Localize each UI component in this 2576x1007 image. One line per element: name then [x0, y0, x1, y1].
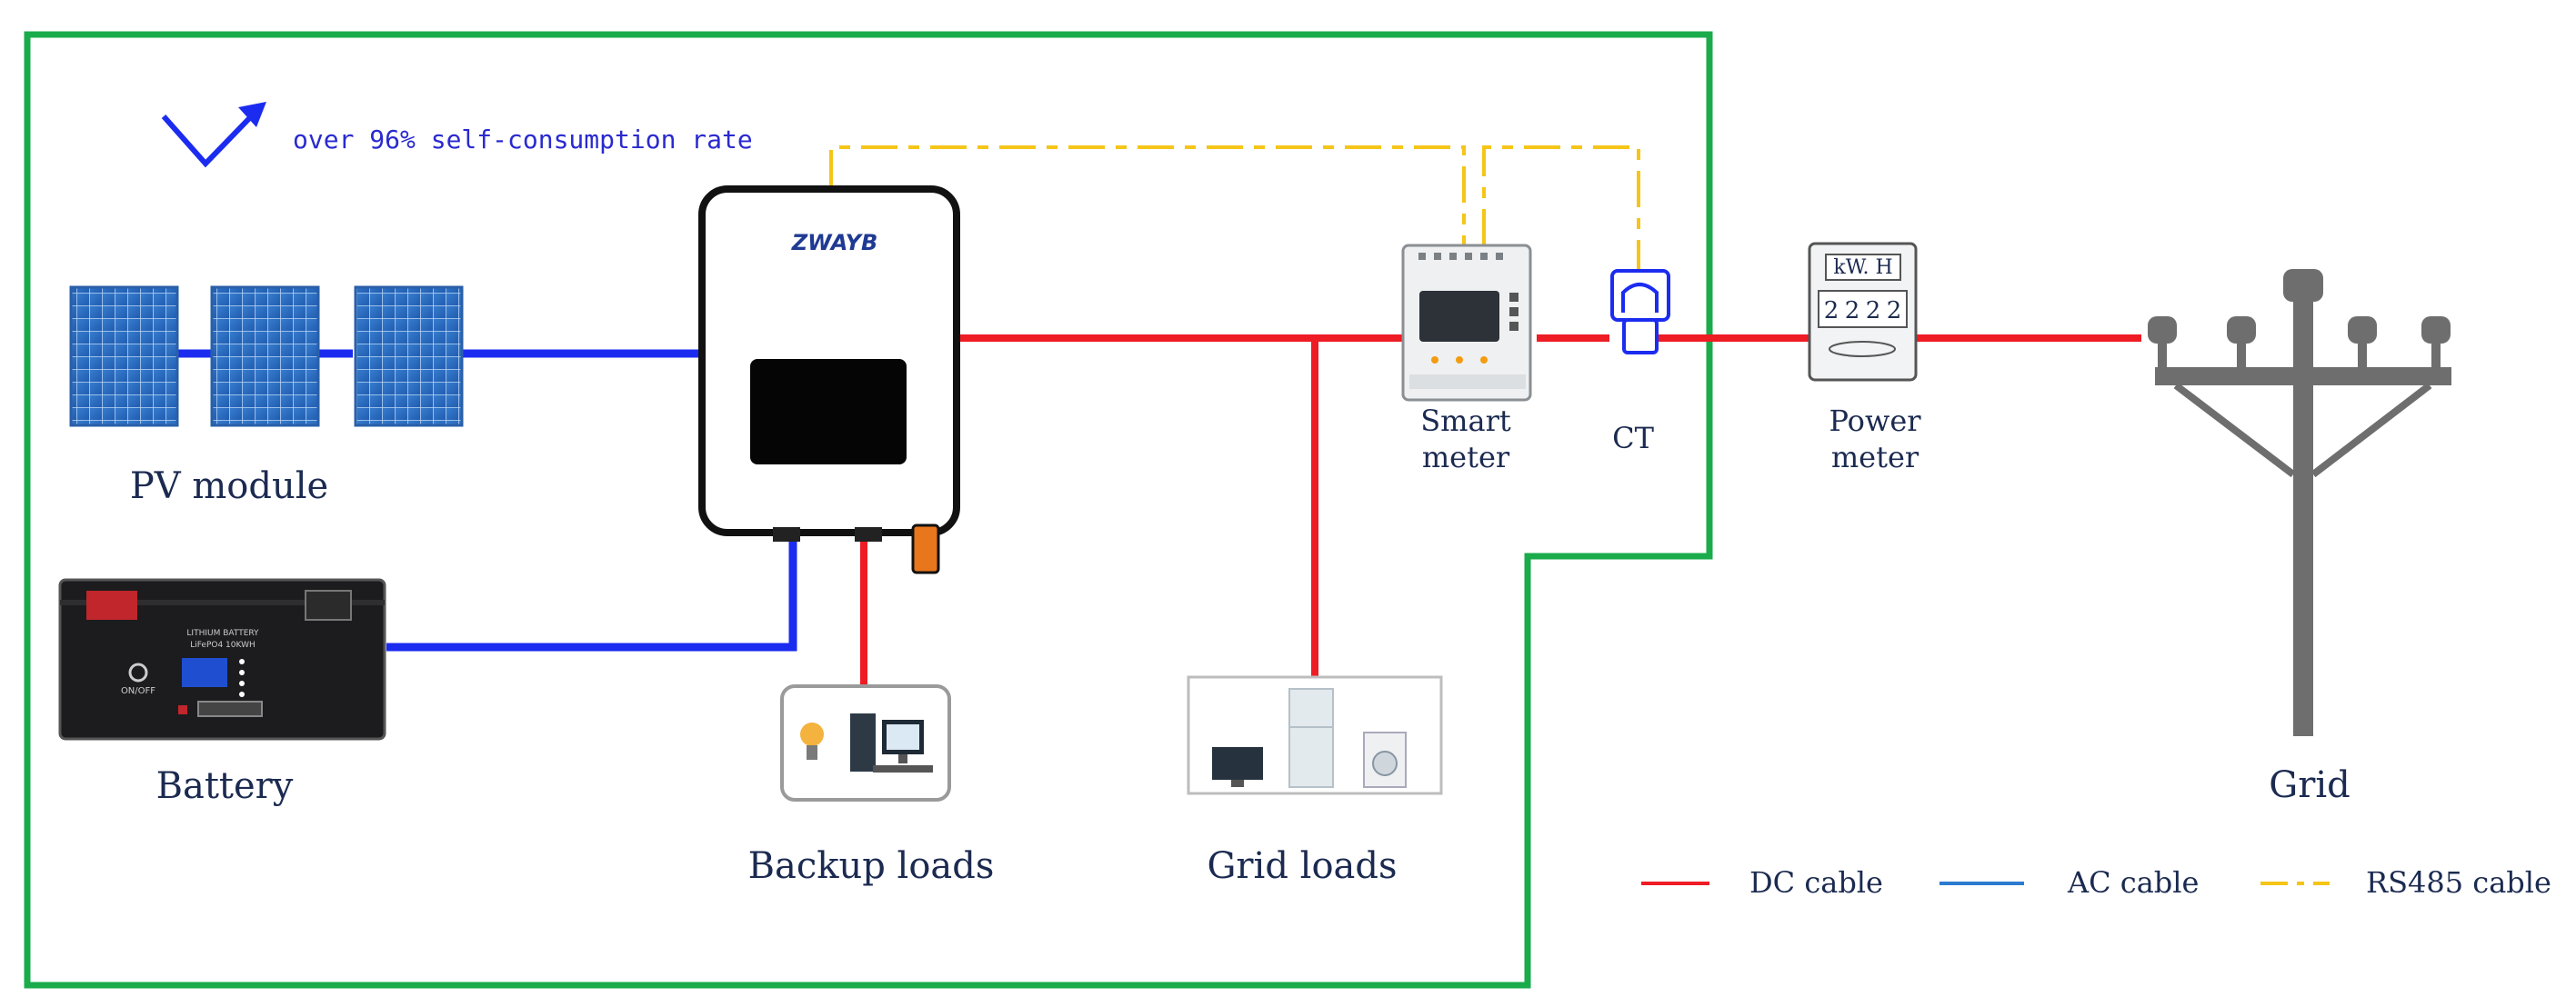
desktop-computer-icon: [850, 713, 933, 773]
power-meter-label-line1: Power: [1829, 404, 1921, 438]
tagline-text: over 96% self-consumption rate: [293, 125, 753, 155]
tv-icon: [1212, 747, 1263, 787]
battery-switch-label: ON/OFF: [121, 686, 155, 696]
pv-panel: [354, 285, 464, 427]
power-meter-digit: 2: [1845, 297, 1860, 324]
power-meter-label-line2: meter: [1831, 440, 1919, 474]
power-meter-device: [1808, 242, 1918, 382]
pv-module-group: [69, 285, 464, 427]
legend-ac-label: AC cable: [2067, 865, 2199, 900]
power-meter-digit: 2: [1824, 297, 1839, 324]
trend-check-icon: [161, 102, 266, 168]
utility-pole-icon: [2148, 269, 2451, 736]
washing-machine-icon: [1363, 732, 1407, 788]
pv-module-label: PV module: [130, 465, 328, 507]
hybrid-inverter: [698, 185, 960, 574]
inverter-display: [750, 359, 907, 464]
battery-label: Battery: [156, 765, 294, 807]
backup-loads-label: Backup loads: [748, 845, 995, 887]
power-meter-digit: 2: [1887, 297, 1902, 324]
grid-loads-label: Grid loads: [1207, 845, 1397, 887]
brand-logo: ZWAYB: [791, 230, 878, 255]
refrigerator-icon: [1288, 688, 1334, 788]
backup-loads-box: [780, 684, 951, 802]
ac-cables: [177, 349, 797, 652]
smart-meter-label-line1: Smart: [1420, 404, 1511, 438]
smart-meter-screen: [1419, 291, 1499, 342]
battery-power-switch: [128, 663, 148, 683]
battery-unit: ON/OFF LITHIUM BATTERY LiFePO4 10KWH: [58, 578, 386, 741]
power-meter-unit: kW. H: [1833, 256, 1892, 279]
pv-panel: [69, 285, 179, 427]
dc-cables: [860, 334, 2141, 686]
smart-meter-device: [1401, 244, 1532, 402]
rs485-cables: [829, 145, 1640, 273]
battery-model-line1: LITHIUM BATTERY: [186, 629, 259, 638]
battery-screen: [182, 658, 227, 687]
battery-model-line2: LiFePO4 10KWH: [190, 641, 256, 650]
power-meter-register: [1818, 290, 1908, 328]
inverter-wifi-dongle: [911, 523, 940, 574]
grid-label: Grid: [2269, 764, 2350, 806]
pv-panel: [210, 285, 320, 427]
smart-meter-label-line2: meter: [1422, 440, 1510, 474]
power-meter-digit: 2: [1866, 297, 1881, 324]
grid-loads-box: [1187, 675, 1443, 795]
system-boundary: [24, 31, 1713, 989]
ct-clamp: [1610, 269, 1670, 354]
legend-rs485-label: RS485 cable: [2366, 865, 2551, 900]
ct-label: CT: [1612, 421, 1654, 455]
legend-dc-label: DC cable: [1749, 865, 1883, 900]
light-bulb-icon: [800, 723, 824, 760]
